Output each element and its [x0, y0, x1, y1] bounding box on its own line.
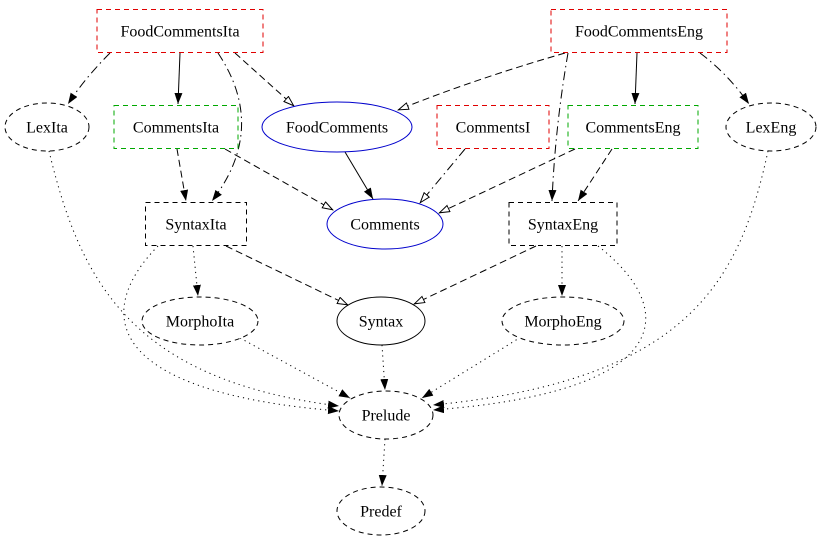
node-LexEng: LexEng — [725, 102, 817, 152]
node-SyntaxIta-shape — [145, 202, 247, 246]
node-CommentsIta: CommentsIta — [113, 105, 239, 149]
edge-CommentsIta-SyntaxIta — [176, 148, 189, 202]
node-CommentsEng-shape — [567, 105, 699, 149]
node-FoodCommentsIta-label: FoodCommentsIta — [120, 24, 239, 41]
node-CommentsIta-shape — [113, 105, 239, 149]
node-LexEng-label: LexEng — [746, 120, 797, 137]
node-CommentsEng-label: CommentsEng — [585, 120, 680, 137]
node-Comments-shape — [326, 198, 444, 250]
node-SyntaxIta-label: SyntaxIta — [165, 217, 226, 234]
edge-MorphoIta-Prelude — [239, 337, 351, 399]
node-SyntaxEng-shape — [508, 202, 618, 246]
edge-LexIta-Prelude — [48, 150, 340, 409]
node-Predef-label: Predef — [360, 504, 402, 521]
node-Comments: Comments — [326, 198, 444, 250]
node-LexEng-shape — [725, 102, 817, 152]
edge-FoodCommentsIta-LexIta — [67, 52, 111, 105]
node-MorphoEng-shape — [501, 296, 625, 346]
node-FoodCommentsEng-shape — [550, 9, 728, 53]
node-FoodComments-label: FoodComments — [286, 120, 388, 137]
node-FoodCommentsEng-label: FoodCommentsEng — [575, 24, 703, 41]
edge-CommentsIta-Comments — [224, 148, 333, 210]
node-MorphoIta-label: MorphoIta — [166, 314, 234, 331]
node-Prelude-label: Prelude — [362, 408, 411, 425]
node-SyntaxEng: SyntaxEng — [508, 202, 618, 246]
edge-FoodCommentsEng-FoodComments — [398, 52, 566, 111]
node-Syntax: Syntax — [336, 296, 426, 346]
node-LexIta: LexIta — [4, 102, 90, 152]
edge-Syntax-Prelude — [380, 344, 389, 391]
edge-MorphoEng-Prelude — [421, 336, 522, 399]
node-CommentsI-label: CommentsI — [456, 120, 531, 137]
node-Syntax-shape — [336, 296, 426, 346]
edge-FoodCommentsIta-CommentsIta — [174, 52, 183, 105]
node-Syntax-label: Syntax — [359, 314, 403, 331]
node-SyntaxEng-label: SyntaxEng — [528, 217, 598, 234]
node-FoodComments-shape — [261, 101, 413, 153]
edge-FoodCommentsIta-FoodComments — [234, 52, 294, 106]
edge-FoodCommentsEng-CommentsEng — [631, 52, 640, 105]
node-CommentsI: CommentsI — [436, 105, 550, 149]
edges-layer — [48, 52, 769, 487]
node-MorphoEng-label: MorphoEng — [524, 314, 601, 331]
node-FoodCommentsEng: FoodCommentsEng — [550, 9, 728, 53]
node-SyntaxIta: SyntaxIta — [145, 202, 247, 246]
node-CommentsI-shape — [436, 105, 550, 149]
node-FoodComments: FoodComments — [261, 101, 413, 153]
node-MorphoIta: MorphoIta — [141, 296, 259, 346]
edge-CommentsEng-Comments — [439, 148, 576, 214]
edge-FoodCommentsEng-SyntaxEng — [548, 52, 569, 202]
edge-CommentsEng-SyntaxEng — [577, 148, 613, 202]
node-Prelude-shape — [338, 390, 434, 440]
edge-SyntaxIta-MorphoIta — [192, 245, 201, 297]
edge-FoodCommentsEng-LexEng — [699, 52, 750, 105]
edge-FoodCommentsIta-SyntaxIta — [211, 52, 242, 202]
edge-FoodComments-Comments — [344, 151, 374, 200]
node-Predef-shape — [336, 486, 426, 536]
node-CommentsIta-label: CommentsIta — [133, 120, 219, 137]
node-MorphoEng: MorphoEng — [501, 296, 625, 346]
node-Predef: Predef — [336, 486, 426, 536]
edge-SyntaxIta-Syntax — [225, 245, 348, 305]
node-MorphoIta-shape — [141, 296, 259, 346]
node-FoodCommentsIta-shape — [96, 9, 264, 53]
edge-CommentsI-Comments — [420, 148, 466, 203]
node-LexIta-shape — [4, 102, 90, 152]
edge-LexEng-Prelude — [432, 150, 769, 408]
edge-SyntaxEng-Syntax — [414, 245, 537, 304]
node-CommentsEng: CommentsEng — [567, 105, 699, 149]
node-LexIta-label: LexIta — [26, 120, 68, 137]
node-Prelude: Prelude — [338, 390, 434, 440]
node-FoodCommentsIta: FoodCommentsIta — [96, 9, 264, 53]
edge-Prelude-Predef — [378, 438, 387, 487]
node-Comments-label: Comments — [350, 217, 419, 234]
